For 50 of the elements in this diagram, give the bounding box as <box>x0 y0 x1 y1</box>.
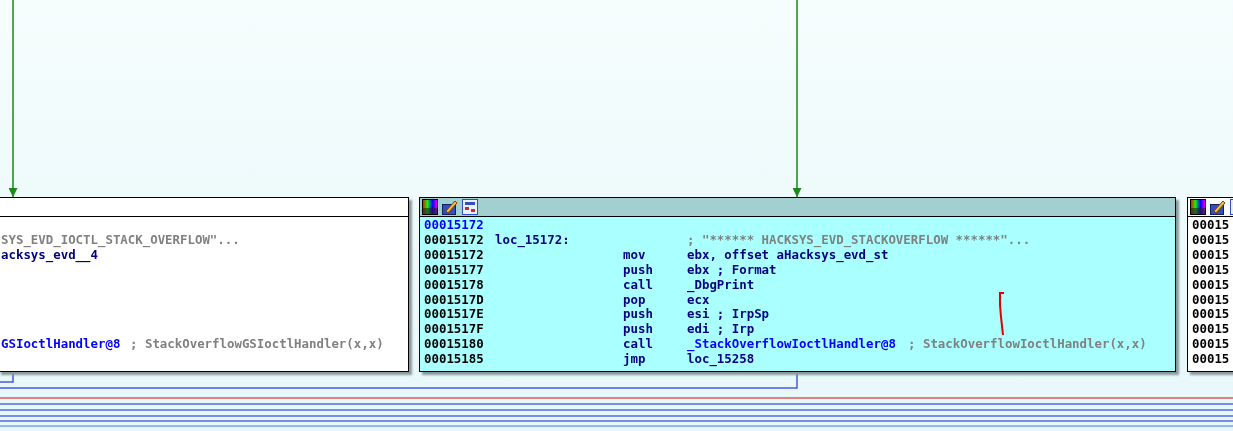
address-text: 00015 <box>1192 352 1230 367</box>
code-text: push <box>623 322 653 337</box>
code-text: ebx, offset aHacksys_evd_st <box>687 247 889 262</box>
address-text: 00015172 <box>424 232 484 247</box>
address-text: 00015178 <box>424 277 484 292</box>
address-text: 00015 <box>1192 292 1230 307</box>
code-block <box>0 197 409 372</box>
address-text: 00015 <box>1192 307 1230 322</box>
code-text: acksys_evd__4 <box>1 247 98 262</box>
code-text: push <box>623 307 653 322</box>
connector-line <box>0 371 14 383</box>
address-text: 00015 <box>1192 262 1230 277</box>
code-text: ebx ; Format <box>687 262 777 277</box>
arrow <box>8 0 18 198</box>
address-text: 00015172 <box>424 247 484 262</box>
code-text: esi ; IrpSp <box>687 307 770 322</box>
code-text: edi ; Irp <box>687 322 755 337</box>
address-text: 00015177 <box>424 262 484 277</box>
code-text: mov <box>623 247 646 262</box>
address-text: 0001517E <box>424 307 484 322</box>
address-text: 00015185 <box>424 352 484 367</box>
code-text: call <box>623 277 653 292</box>
address-text: 00015 <box>1192 232 1230 247</box>
code-text: jmp <box>623 352 646 367</box>
comment-text: ; StackOverflowIoctlHandler(x,x) <box>908 337 1147 352</box>
comment-text: ; StackOverflowGSIoctlHandler(x,x) <box>130 337 384 352</box>
code-block <box>1187 197 1233 372</box>
address-text: 00015 <box>1192 218 1230 232</box>
symbol-text: _StackOverflowIoctlHandler@8 <box>687 337 896 352</box>
code-text: loc_15258 <box>687 352 755 367</box>
code-text: loc_15172: <box>495 232 570 247</box>
comment-text: SYS_EVD_IOCTL_STACK_OVERFLOW"... <box>1 232 240 247</box>
symbol-text: GSIoctlHandler@8 <box>1 337 121 352</box>
code-text: call <box>623 337 653 352</box>
arrow <box>792 0 802 198</box>
connector-line <box>0 371 798 389</box>
address-text: 00015 <box>1192 247 1230 262</box>
address-text: 00015 <box>1192 277 1230 292</box>
code-text: push <box>623 262 653 277</box>
address-text: 0001517D <box>424 292 484 307</box>
address-text: 0001517F <box>424 322 484 337</box>
comment-text: ; "****** HACKSYS_EVD_STACKOVERFLOW ******"... <box>687 232 1031 247</box>
code-text: ecx <box>687 292 710 307</box>
address-text: 00015 <box>1192 322 1230 337</box>
code-text: pop <box>623 292 646 307</box>
address-text: 00015180 <box>424 337 484 352</box>
code-text: _DbgPrint <box>687 277 755 292</box>
code-block <box>419 197 1176 372</box>
address-text: 00015172 <box>424 218 484 232</box>
address-text: 00015 <box>1192 337 1230 352</box>
